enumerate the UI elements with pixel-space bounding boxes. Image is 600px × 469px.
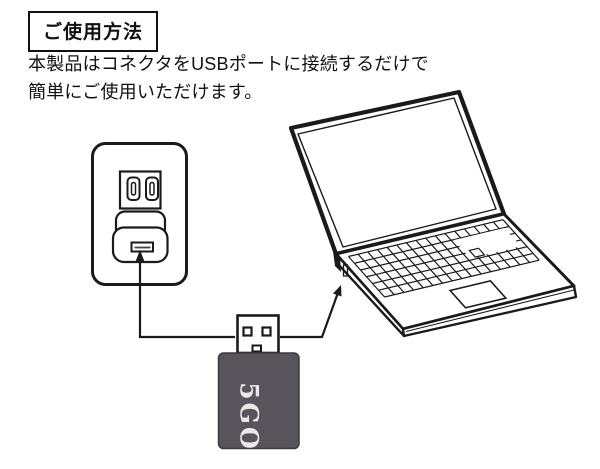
outlet-prong-slot-right-inner [149, 181, 155, 196]
laptop-keyboard [348, 220, 561, 322]
laptop-touchpad [450, 281, 506, 308]
outlet-prong-slot-left [126, 176, 141, 201]
usb-adapter-illustration [111, 210, 169, 264]
outlet-prong-slot-left-inner [130, 181, 137, 196]
usb-connector-contact-left [242, 326, 253, 337]
arrow-to-adapter-line [138, 259, 235, 339]
usb-device-body [217, 352, 300, 450]
laptop-screen-bezel [297, 97, 497, 248]
device-label: 5GO [235, 382, 264, 452]
instruction-line-2: 簡単にご使用いただけます。 [28, 82, 263, 102]
laptop-front-edge-line [405, 289, 575, 332]
section-title-box: ご使用方法 [28, 11, 159, 52]
usb-connector-notch [251, 344, 262, 353]
usb-connector-contact-right [261, 326, 272, 337]
instruction-text: 本製品はコネクタをUSBポートに接続するだけで 簡単にご使用いただけます。 [28, 50, 429, 106]
section-title: ご使用方法 [43, 22, 144, 43]
usb-device-illustration: 5GO [217, 314, 300, 452]
laptop-hinge-wedge [333, 251, 341, 272]
outlet-prong-slot-right [145, 176, 159, 201]
arrow-to-laptop-icon [280, 285, 342, 339]
arrow-to-laptop-head [333, 285, 342, 297]
arrow-to-laptop-line [280, 293, 339, 339]
arrow-to-adapter-icon [135, 250, 235, 339]
instruction-line-1: 本製品はコネクタをUSBポートに接続するだけで [28, 54, 429, 74]
arrow-to-adapter-head [135, 250, 145, 262]
laptop-usb-port [342, 264, 349, 277]
laptop-illustration [291, 89, 576, 336]
laptop-arrow-key [469, 248, 484, 257]
